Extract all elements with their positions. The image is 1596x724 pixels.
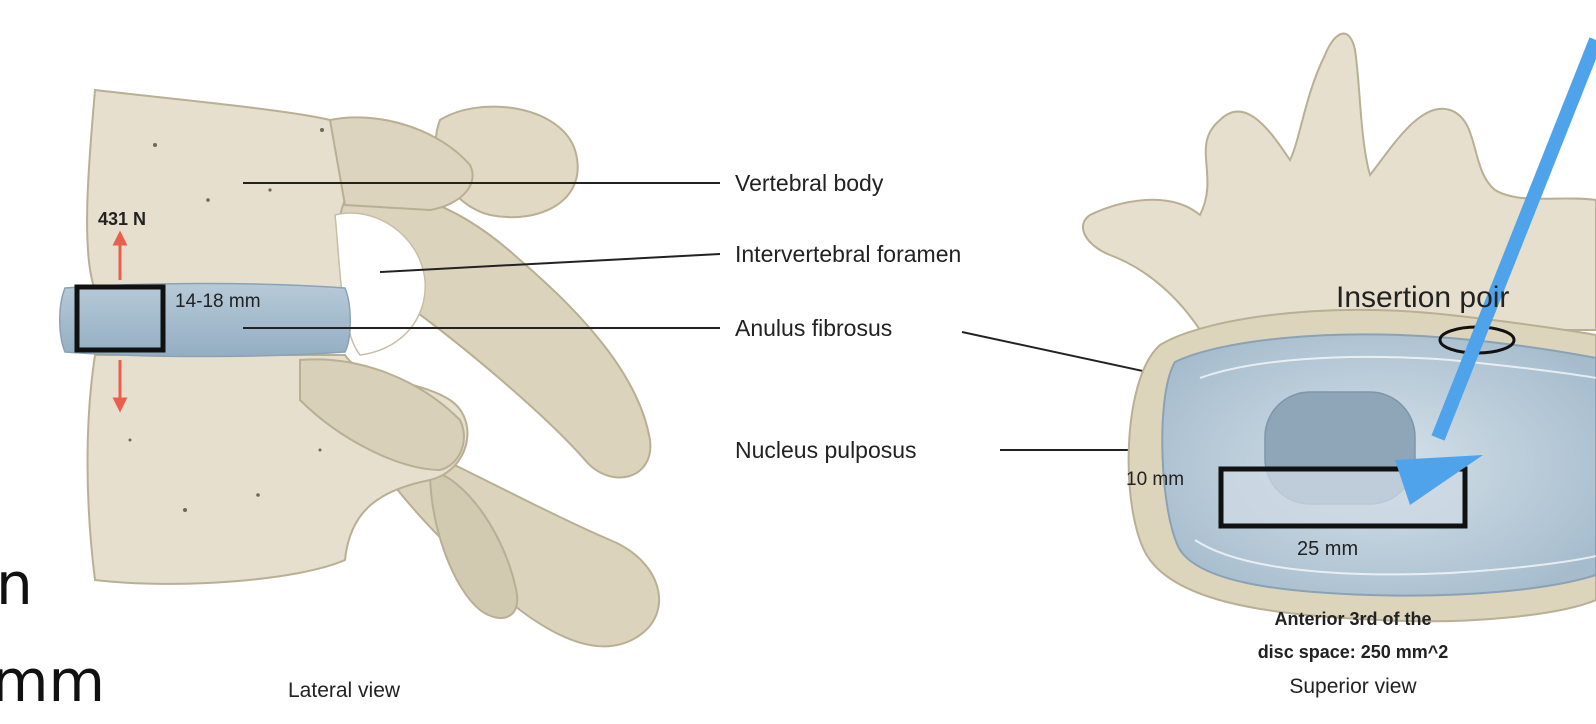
lateral-vertebra-illustration xyxy=(87,90,659,646)
superior-caption-line2: disc space: 250 mm^2 xyxy=(1258,642,1449,662)
label-nucleus-pulposus: Nucleus pulposus xyxy=(735,437,917,463)
lateral-view-caption: Lateral view xyxy=(288,679,401,702)
force-label: 431 N xyxy=(98,209,146,229)
slide-text-fragment-1: n xyxy=(0,555,33,613)
label-vertebral-body: Vertebral body xyxy=(735,170,884,196)
slide-text-fragment-2: mm xyxy=(0,652,105,710)
disc-height-label: 14-18 mm xyxy=(175,291,261,312)
label-anulus-fibrosus: Anulus fibrosus xyxy=(735,315,892,341)
implant-width-label: 25 mm xyxy=(1297,538,1358,560)
superior-view-caption: Superior view xyxy=(1289,675,1417,698)
superior-caption-line1: Anterior 3rd of the xyxy=(1274,609,1431,629)
implant-depth-label: 10 mm xyxy=(1126,469,1184,490)
upper-vertebral-body xyxy=(87,90,355,290)
insertion-point-label: Insertion poir xyxy=(1336,281,1509,314)
label-intervertebral-foramen: Intervertebral foramen xyxy=(735,241,961,267)
